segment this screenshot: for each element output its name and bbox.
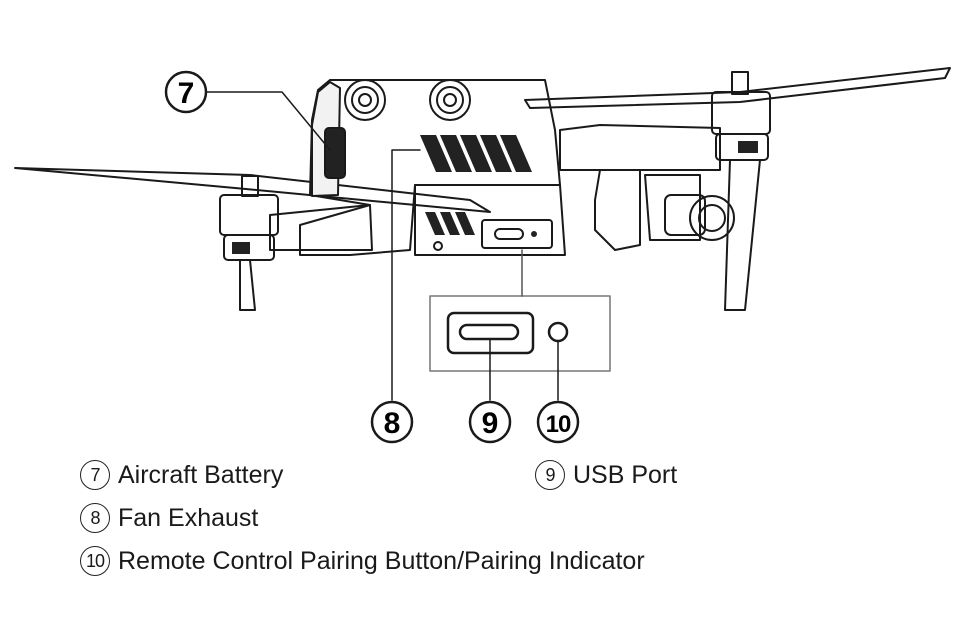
- svg-text:8: 8: [384, 407, 401, 440]
- legend-item-usb-port: 9 USB Port: [535, 460, 677, 490]
- legend-item-pairing-button: 10 Remote Control Pairing Button/Pairing…: [80, 546, 645, 576]
- usb-port-small: [494, 228, 524, 240]
- legend-label-9: USB Port: [573, 461, 678, 489]
- callout-marker-9: 9: [468, 400, 512, 444]
- legend-number-7: 7: [80, 460, 110, 490]
- top-sensor-left: [344, 79, 386, 121]
- fan-exhaust-vents: [420, 135, 532, 172]
- legend-number-9: 9: [535, 460, 565, 490]
- drone-diagram: 7 8 9 10: [14, 67, 951, 444]
- svg-text:9: 9: [482, 407, 499, 440]
- legend-label-10: Remote Control Pairing Button/Pairing In…: [118, 547, 645, 575]
- front-arm: [559, 124, 721, 171]
- camera-gimbal: [664, 194, 735, 241]
- usb-port-small-frame: [481, 219, 553, 249]
- callout-marker-10: 10: [536, 400, 580, 444]
- left-arm: [269, 204, 373, 251]
- legend-item-aircraft-battery: 7 Aircraft Battery: [80, 460, 283, 490]
- legend-item-fan-exhaust: 8 Fan Exhaust: [80, 503, 258, 533]
- leader-line-7: [204, 91, 331, 151]
- lower-body: [414, 184, 566, 256]
- legend-number-10: 10: [80, 546, 110, 576]
- top-sensor-right: [429, 79, 471, 121]
- lower-vents: [425, 212, 475, 235]
- legend-label-8: Fan Exhaust: [118, 504, 259, 532]
- left-motor: [219, 175, 279, 311]
- callout-marker-8: 8: [370, 400, 414, 444]
- legend-number-8: 8: [80, 503, 110, 533]
- usb-zoom-box: [429, 295, 611, 372]
- svg-text:7: 7: [178, 77, 195, 110]
- pairing-button: [547, 321, 569, 343]
- svg-text:10: 10: [546, 411, 571, 438]
- right-propeller: [524, 67, 951, 109]
- left-propeller: [14, 167, 491, 213]
- gimbal-frame: [644, 174, 701, 241]
- usb-port-inner: [458, 323, 520, 341]
- callout-marker-7: 7: [164, 70, 208, 114]
- legend-label-7: Aircraft Battery: [118, 461, 284, 489]
- right-motor: [711, 71, 771, 311]
- leader-line-8: [391, 149, 421, 401]
- gimbal-mount: [594, 169, 641, 251]
- battery-grip: [324, 127, 346, 179]
